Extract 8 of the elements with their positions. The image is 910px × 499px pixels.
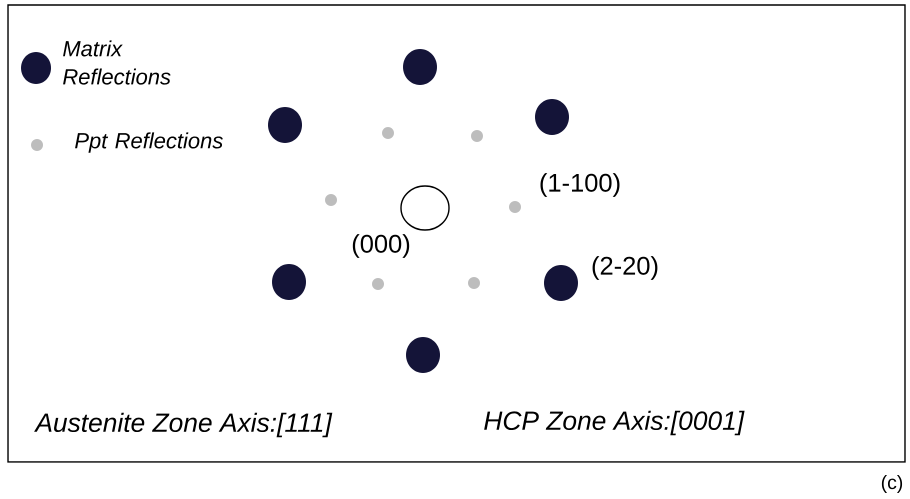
reflection-index: (1-100) xyxy=(540,173,620,197)
reflection-index: (000) xyxy=(352,234,410,258)
zone-axis-label: Austenite Zone Axis:[111] xyxy=(34,412,332,438)
reflection-index: (2-20) xyxy=(592,256,658,280)
legend-text: Ppt Reflections xyxy=(75,132,223,153)
legend-text: Matrix Reflections xyxy=(63,40,171,85)
panel-label: (c) xyxy=(882,474,902,493)
zone-axis-label: HCP Zone Axis:[0001] xyxy=(484,410,745,436)
